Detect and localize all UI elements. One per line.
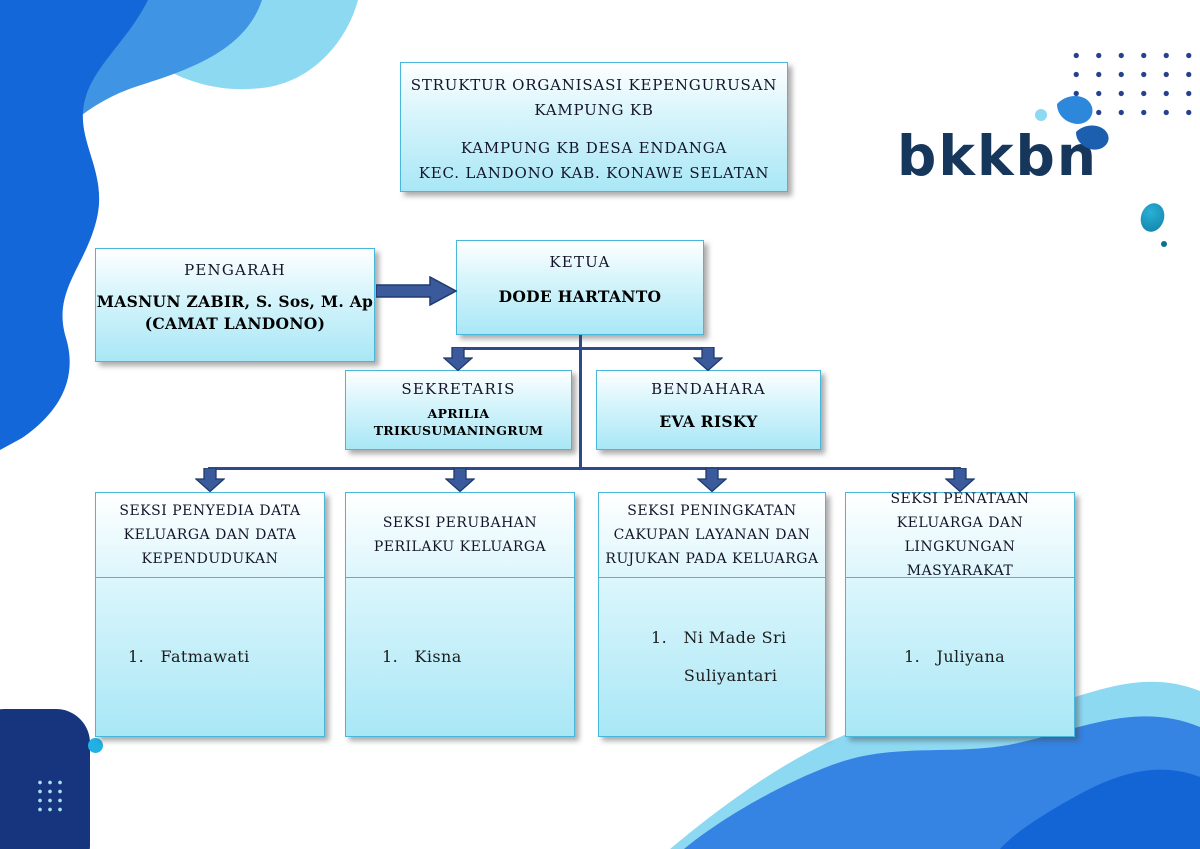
- bkkbn-logo-text: bkkbn: [897, 124, 1099, 188]
- connector-seksi-horizontal: [208, 467, 961, 470]
- arrow-to-seksi-1: [195, 468, 225, 492]
- seksi-box-perubahan-perilaku: SEKSI PERUBAHAN PERILAKU KELUARGA 1. Kis…: [345, 492, 575, 737]
- seksi-4-header: SEKSI PENATAAN KELUARGA DAN LINGKUNGAN M…: [846, 491, 1074, 579]
- subtitle-line-2: KEC. LANDONO KAB. KONAWE SELATAN: [418, 164, 770, 182]
- seksi-4-member: 1. Juliyana: [904, 646, 1006, 666]
- connector-ketua-vertical: [578, 334, 582, 470]
- seksi-box-penataan-keluarga: SEKSI PENATAAN KELUARGA DAN LINGKUNGAN M…: [845, 491, 1075, 737]
- title-line-2: KAMPUNG KB: [534, 101, 654, 119]
- seksi-1-header: SEKSI PENYEDIA DATA KELUARGA DAN DATA KE…: [96, 493, 324, 578]
- decorative-wave-top-left: [0, 0, 358, 450]
- decorative-teal-ellipse: [1137, 200, 1168, 235]
- bkkbn-logo-icon: [1035, 96, 1109, 150]
- seksi-1-member: 1. Fatmawati: [128, 646, 250, 666]
- seksi-3-header: SEKSI PENINGKATAN CAKUPAN LAYANAN DAN RU…: [599, 493, 825, 578]
- sekretaris-box: SEKRETARIS APRILIA TRIKUSUMANINGRUM: [345, 370, 572, 450]
- arrow-to-seksi-4: [945, 468, 975, 492]
- decorative-teal-dot: [1161, 241, 1167, 247]
- ketua-role: KETUA: [549, 253, 611, 271]
- arrow-pengarah-to-ketua: [376, 276, 458, 306]
- sekretaris-name: APRILIA TRIKUSUMANINGRUM: [373, 406, 544, 438]
- decorative-circle-bottom-left: [0, 733, 82, 827]
- bendahara-box: BENDAHARA EVA RISKY: [596, 370, 821, 450]
- sekretaris-role: SEKRETARIS: [401, 380, 516, 398]
- seksi-3-title: SEKSI PENINGKATAN CAKUPAN LAYANAN DAN RU…: [605, 503, 819, 567]
- title-line-1: STRUKTUR ORGANISASI KEPENGURUSAN: [410, 76, 778, 94]
- arrow-to-bendahara: [693, 347, 723, 371]
- seksi-4-title: SEKSI PENATAAN KELUARGA DAN LINGKUNGAN M…: [890, 491, 1030, 579]
- pengarah-name: MASNUN ZABIR, S. Sos, M. Ap: [96, 292, 374, 311]
- seksi-2-header: SEKSI PERUBAHAN PERILAKU KELUARGA: [346, 493, 574, 578]
- decorative-dot-grid-small: [35, 778, 67, 816]
- seksi-1-title: SEKSI PENYEDIA DATA KELUARGA DAN DATA KE…: [119, 503, 301, 567]
- seksi-box-penyedia-data: SEKSI PENYEDIA DATA KELUARGA DAN DATA KE…: [95, 492, 325, 737]
- connector-sek-ben-horizontal: [457, 347, 709, 350]
- bendahara-name: EVA RISKY: [659, 412, 758, 431]
- chart-title-box: STRUKTUR ORGANISASI KEPENGURUSAN KAMPUNG…: [400, 62, 788, 192]
- arrow-to-sekretaris: [443, 347, 473, 371]
- decorative-cyan-dot: [88, 738, 103, 753]
- ketua-box: KETUA DODE HARTANTO: [456, 240, 704, 335]
- seksi-3-member: 1. Ni Made Sri Suliyantari: [651, 627, 787, 685]
- subtitle-line-1: KAMPUNG KB DESA ENDANGA: [460, 139, 728, 157]
- seksi-2-member: 1. Kisna: [382, 646, 462, 666]
- pengarah-title: (CAMAT LANDONO): [144, 314, 326, 333]
- seksi-box-peningkatan-cakupan: SEKSI PENINGKATAN CAKUPAN LAYANAN DAN RU…: [598, 492, 826, 737]
- decorative-corner-shape-bottom-left: [0, 709, 90, 849]
- seksi-2-title: SEKSI PERUBAHAN PERILAKU KELUARGA: [373, 515, 547, 555]
- arrow-to-seksi-2: [445, 468, 475, 492]
- ketua-name: DODE HARTANTO: [498, 287, 662, 306]
- pengarah-box: PENGARAH MASNUN ZABIR, S. Sos, M. Ap (CA…: [95, 248, 375, 362]
- bendahara-role: BENDAHARA: [651, 380, 766, 398]
- pengarah-role: PENGARAH: [184, 261, 286, 279]
- arrow-to-seksi-3: [697, 468, 727, 492]
